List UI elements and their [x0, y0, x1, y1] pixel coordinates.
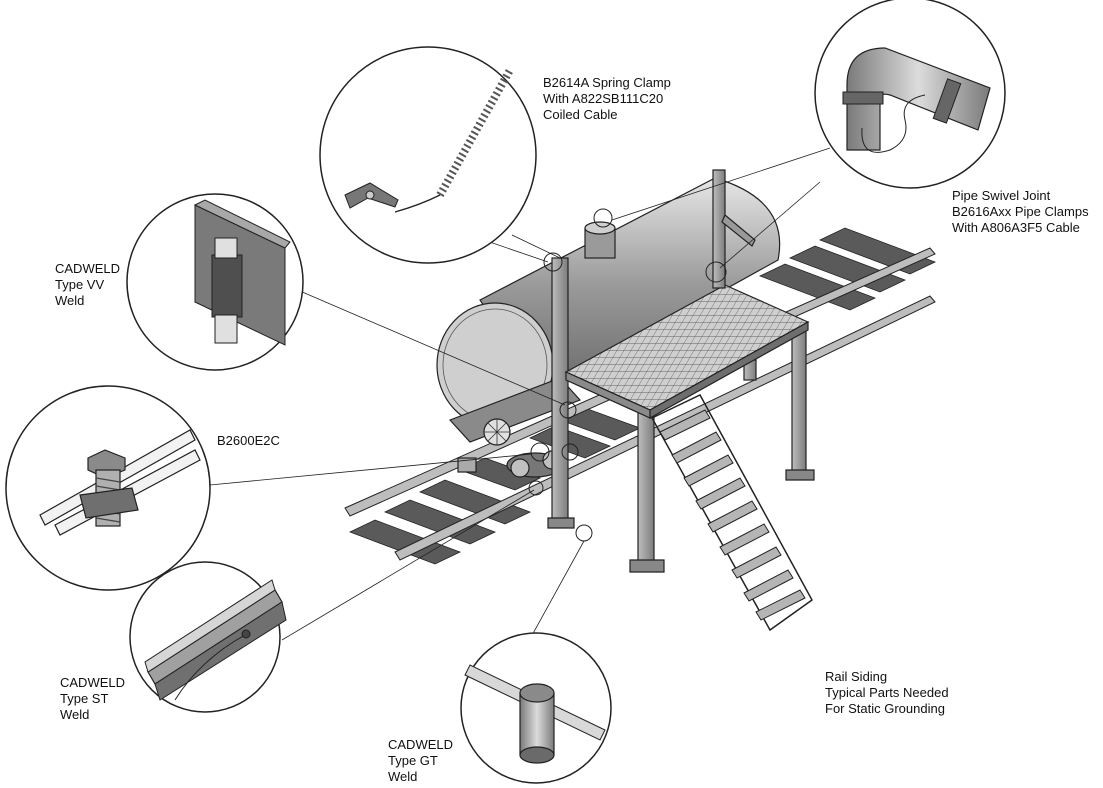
detail-cadweld-gt — [460, 632, 612, 784]
grounding-clamps-on-structure — [528, 208, 727, 542]
label-cadweld-vv: CADWELD Type VV Weld — [55, 261, 120, 309]
label-line: Type GT — [388, 753, 438, 768]
platform-posts — [551, 257, 807, 571]
detail-pipe-swivel — [814, 0, 1006, 189]
label-b2600e2c: B2600E2C — [217, 433, 280, 449]
label-rail-siding: Rail Siding Typical Parts Needed For Sta… — [825, 669, 949, 717]
detail-spring-clamp — [319, 46, 537, 264]
label-cadweld-gt: CADWELD Type GT Weld — [388, 737, 453, 785]
label-line: With A822SB111C20 — [543, 91, 664, 106]
label-line: Pipe Swivel Joint — [952, 188, 1051, 203]
stairway — [650, 394, 813, 632]
label-spring-clamp: B2614A Spring Clamp With A822SB111C20 Co… — [543, 75, 671, 123]
label-line: Type VV — [55, 277, 105, 292]
label-line: B2614A Spring Clamp — [543, 75, 671, 90]
label-line: Typical Parts Needed — [825, 685, 949, 700]
label-line: Weld — [388, 769, 418, 784]
label-line: B2616Axx Pipe Clamps — [952, 204, 1089, 219]
loading-platform — [528, 169, 815, 632]
detail-cadweld-vv — [126, 193, 304, 371]
label-line: For Static Grounding — [825, 701, 945, 716]
tank-undercarriage — [448, 377, 582, 478]
detail-b2600e2c — [5, 385, 211, 591]
label-line: CADWELD — [55, 261, 121, 276]
label-line: Type ST — [60, 691, 109, 706]
label-line: Rail Siding — [825, 669, 888, 684]
leader-lines — [209, 147, 831, 649]
label-line: Weld — [55, 293, 85, 308]
label-line: With A806A3F5 Cable — [952, 220, 1080, 235]
label-line: CADWELD — [60, 675, 126, 690]
gt-weld-connector — [519, 683, 555, 764]
label-pipe-swivel: Pipe Swivel Joint B2616Axx Pipe Clamps W… — [952, 188, 1089, 236]
label-line: Coiled Cable — [543, 107, 618, 122]
label-cadweld-st: CADWELD Type ST Weld — [60, 675, 125, 723]
b2600-clamp-bolt — [79, 449, 139, 527]
detail-cadweld-st — [129, 561, 287, 713]
rail-ties — [348, 227, 937, 565]
label-line: CADWELD — [388, 737, 454, 752]
label-line: B2600E2C — [217, 433, 280, 448]
platform-gangway-pole — [712, 169, 756, 289]
label-line: Weld — [60, 707, 90, 722]
